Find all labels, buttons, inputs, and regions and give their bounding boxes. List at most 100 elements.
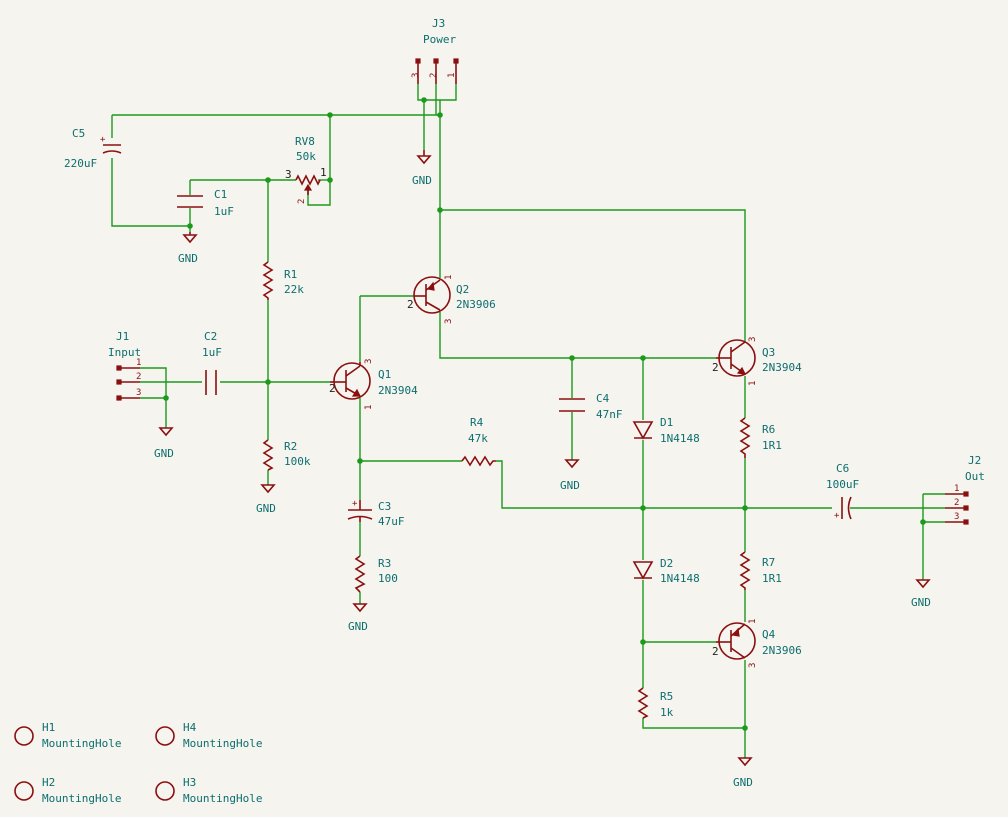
diode-d1[interactable]: D1 1N4148	[632, 416, 700, 445]
resistor-r3[interactable]: R3 100	[354, 555, 398, 593]
resistor-r6[interactable]: R6 1R1	[739, 417, 782, 458]
gnd-symbol: GND	[412, 150, 432, 187]
junction-dot	[437, 112, 443, 118]
resistor-r4[interactable]: R4 47k	[461, 416, 496, 467]
c5-ref: C5	[72, 127, 85, 140]
c4-value: 47nF	[596, 408, 623, 421]
transistor-q2[interactable]: 2 1 3 Q2 2N3906	[407, 275, 496, 324]
r2-value: 100k	[284, 455, 311, 468]
c1-ref: C1	[214, 188, 227, 201]
j2-value: Out	[965, 470, 985, 483]
junction-dot	[265, 177, 271, 183]
gnd-label: GND	[911, 596, 931, 609]
rv8-value: 50k	[296, 150, 316, 163]
q2-pin3: 3	[444, 319, 454, 324]
j2-ref: J2	[968, 454, 981, 467]
q1-pin1: 1	[364, 405, 374, 410]
capacitor-c6[interactable]: + C6 100uF	[826, 462, 859, 521]
junction-dot	[327, 112, 333, 118]
transistor-q4[interactable]: 2 1 3 Q4 2N3906	[712, 619, 802, 668]
c6-ref: C6	[836, 462, 849, 475]
resistor-r7[interactable]: R7 1R1	[739, 551, 782, 590]
rv8-ref: RV8	[295, 135, 315, 148]
mounting-hole-h3[interactable]: H3 MountingHole	[155, 776, 262, 805]
capacitor-c1[interactable]: C1 1uF	[177, 188, 234, 218]
mounting-hole-h4[interactable]: H4 MountingHole	[155, 721, 262, 750]
junction-dot	[569, 355, 575, 361]
gnd-symbol: GND	[154, 427, 174, 460]
potentiometer-rv8[interactable]: RV8 50k 3 1 2	[285, 135, 327, 204]
d2-ref: D2	[660, 557, 673, 570]
r2-ref: R2	[284, 440, 297, 453]
h3-ref: H3	[183, 776, 196, 789]
c2-value: 1uF	[202, 346, 222, 359]
h1-value: MountingHole	[42, 737, 121, 750]
gnd-label: GND	[560, 479, 580, 492]
h2-value: MountingHole	[42, 792, 121, 805]
junction-dot	[640, 355, 646, 361]
q3-pin2: 2	[712, 361, 719, 374]
junction-dot	[265, 379, 271, 385]
q4-pin1: 1	[748, 619, 758, 624]
j2-pin3: 3	[954, 512, 959, 522]
mounting-hole-h1[interactable]: H1 MountingHole	[14, 721, 121, 750]
c5-plus-mark: +	[100, 135, 106, 145]
transistor-q3[interactable]: 2 3 1 Q3 2N3904	[712, 337, 802, 386]
gnd-symbol: GND	[256, 484, 276, 515]
c5-value: 220uF	[64, 157, 97, 170]
gnd-symbol: GND	[911, 579, 931, 609]
q3-ref: Q3	[762, 346, 775, 359]
gnd-symbol: GND	[560, 459, 580, 492]
capacitor-c4[interactable]: C4 47nF	[559, 392, 623, 421]
j1-ref: J1	[116, 330, 129, 343]
j3-pin1-label: 1	[447, 73, 457, 78]
capacitor-c5[interactable]: + C5 220uF	[64, 127, 122, 170]
junction-dot	[742, 505, 748, 511]
capacitor-c2[interactable]: C2 1uF	[202, 330, 222, 395]
gnd-symbol: GND	[348, 603, 368, 633]
h2-ref: H2	[42, 776, 55, 789]
r5-ref: R5	[660, 690, 673, 703]
r6-ref: R6	[762, 423, 775, 436]
h4-value: MountingHole	[183, 737, 262, 750]
connector-j1[interactable]: J1 Input 1 2 3	[108, 330, 141, 401]
gnd-symbol: GND	[178, 232, 198, 265]
junctions	[163, 97, 926, 731]
q2-pin2: 2	[407, 298, 414, 311]
c6-value: 100uF	[826, 478, 859, 491]
transistor-q1[interactable]: 2 3 1 Q1 2N3904	[329, 359, 418, 410]
q3-value: 2N3904	[762, 361, 802, 374]
rv8-pin1: 1	[320, 166, 327, 179]
r4-ref: R4	[470, 416, 484, 429]
diode-d2[interactable]: D2 1N4148	[632, 557, 700, 585]
junction-dot	[437, 207, 443, 213]
q2-pin1: 1	[444, 275, 454, 280]
q3-pin1: 1	[748, 381, 758, 386]
j3-pin-tip	[453, 58, 459, 64]
q1-pin2: 2	[329, 382, 336, 395]
resistor-r5[interactable]: R5 1k	[637, 687, 674, 719]
capacitor-c3[interactable]: + C3 47uF	[347, 499, 405, 528]
r3-ref: R3	[378, 557, 391, 570]
j2-pin2: 2	[954, 498, 959, 508]
resistor-r1[interactable]: R1 22k	[262, 261, 304, 300]
q2-ref: Q2	[456, 283, 469, 296]
j3-pin2-label: 2	[429, 73, 439, 78]
c4-ref: C4	[596, 392, 610, 405]
r5-value: 1k	[660, 706, 674, 719]
r7-value: 1R1	[762, 572, 782, 585]
d1-value: 1N4148	[660, 432, 700, 445]
q4-pin2: 2	[712, 645, 719, 658]
mounting-hole-h2[interactable]: H2 MountingHole	[14, 776, 121, 805]
junction-dot	[421, 97, 427, 103]
connector-j3[interactable]: J3 Power 3 2 1	[411, 17, 459, 84]
r7-ref: R7	[762, 556, 775, 569]
gnd-label: GND	[178, 252, 198, 265]
connector-j2[interactable]: J2 Out 1 2 3	[945, 454, 985, 525]
resistor-r2[interactable]: R2 100k	[262, 439, 311, 471]
j1-value: Input	[108, 346, 141, 359]
h3-value: MountingHole	[183, 792, 262, 805]
rv8-pin2: 2	[297, 199, 307, 204]
q1-ref: Q1	[378, 368, 391, 381]
